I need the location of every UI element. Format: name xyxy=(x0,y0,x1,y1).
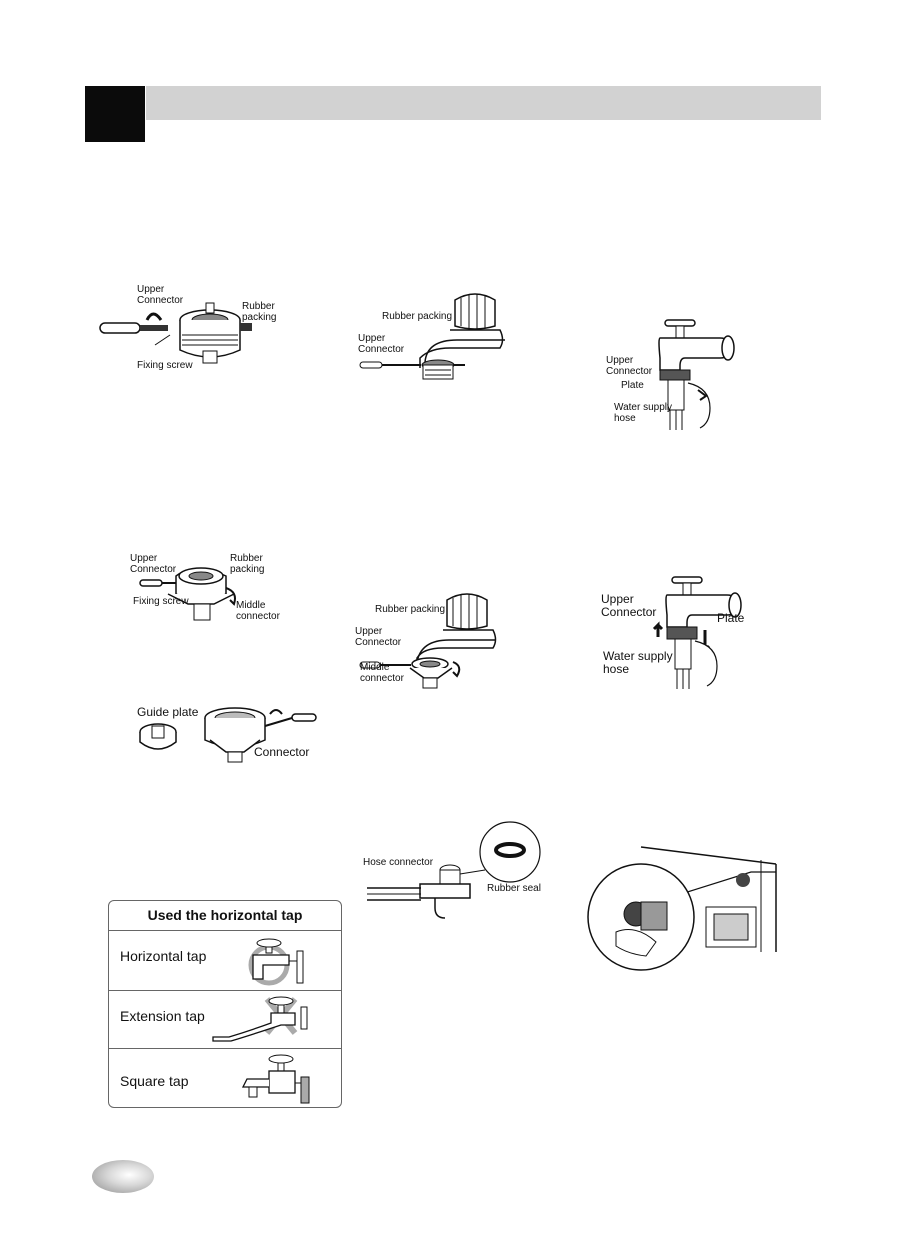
fig7-connector-illustration xyxy=(200,700,320,770)
horizontal-tap-ok-icon xyxy=(239,933,309,989)
fig8-hose-connector-label: Hose connector xyxy=(363,857,433,868)
fig8-rubber-seal-label: Rubber seal xyxy=(487,883,541,894)
fig7-guide-plate-label: Guide plate xyxy=(137,706,198,719)
fig5-middle-connector-label: Middle connector xyxy=(360,662,404,684)
fig6-plate-label: Plate xyxy=(717,612,744,625)
fig6-upper-connector-label: Upper Connector xyxy=(601,593,656,619)
tap-table-divider xyxy=(109,1048,341,1049)
fig4-upper-connector-label: Upper Connector xyxy=(130,553,176,575)
fig8-hose-connector-illustration xyxy=(365,822,545,922)
fig5-upper-connector-label: Upper Connector xyxy=(355,626,401,648)
tap-row-horizontal-label: Horizontal tap xyxy=(120,948,206,964)
fig2-upper-connector-label: Upper Connector xyxy=(358,333,404,355)
fig1-rubber-packing-label: Rubber packing xyxy=(242,301,276,323)
tap-table-title: Used the horizontal tap xyxy=(109,901,341,931)
fig4-fixing-screw-label: Fixing screw xyxy=(133,596,189,607)
fig3-plate-label: Plate xyxy=(621,380,644,391)
fig3-upper-connector-label: Upper Connector xyxy=(606,355,652,377)
square-tap-icon xyxy=(239,1051,319,1109)
extension-tap-no-icon xyxy=(209,993,319,1047)
fig2-rubber-packing-label: Rubber packing xyxy=(382,311,452,322)
tap-type-table: Used the horizontal tap Horizontal tap E… xyxy=(108,900,342,1108)
section-header-square xyxy=(85,86,145,142)
fig1-fixing-screw-label: Fixing screw xyxy=(137,360,193,371)
fig9-washer-inlet-illustration xyxy=(586,832,786,972)
fig4-rubber-packing-label: Rubber packing xyxy=(230,553,264,575)
page-number-oval xyxy=(92,1160,154,1193)
fig7-guide-plate-illustration xyxy=(138,720,178,755)
section-header-band xyxy=(146,86,821,120)
fig5-rubber-packing-label: Rubber packing xyxy=(375,604,445,615)
fig1-upper-connector-label: Upper Connector xyxy=(137,284,183,306)
tap-row-square-label: Square tap xyxy=(120,1073,189,1089)
fig6-water-supply-hose-label: Water supply hose xyxy=(603,650,673,676)
fig3-water-supply-hose-label: Water supply hose xyxy=(614,402,672,424)
fig7-connector-label: Connector xyxy=(254,746,309,759)
tap-row-extension-label: Extension tap xyxy=(120,1008,205,1024)
fig4-middle-connector-label: Middle connector xyxy=(236,600,280,622)
tap-table-divider xyxy=(109,990,341,991)
